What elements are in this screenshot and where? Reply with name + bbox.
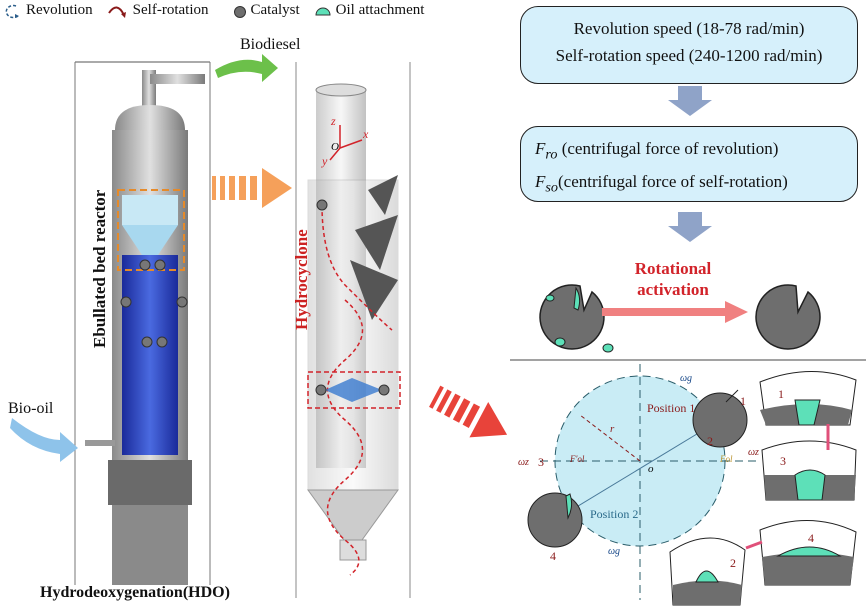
bio-oil-arrow	[10, 418, 78, 462]
down-arrow-2	[668, 212, 712, 242]
self-rotation-icon	[107, 6, 126, 18]
legend-oil-attachment: Oil attachment	[314, 2, 425, 19]
red-dashed-arrow	[429, 385, 508, 438]
legend: Revolution Self-rotation Catalyst Oil at…	[4, 2, 424, 19]
force-fol2-label: Fol	[719, 454, 733, 464]
radius-label: r	[610, 423, 615, 435]
legend-oil-label: Oil attachment	[335, 2, 425, 18]
ebullated-bed-reactor	[74, 61, 211, 585]
reactor-illustration: z x y O	[10, 54, 508, 598]
legend-catalyst-label: Catalyst	[250, 2, 300, 18]
omega-g-top: ωg	[680, 373, 692, 384]
biodiesel-label: Biodiesel	[240, 36, 301, 53]
omega-g-bottom: ωg	[608, 546, 620, 557]
force-fol-label: F'ol	[569, 454, 585, 464]
inset-3: 3	[761, 440, 857, 501]
fso-text: Fso(centrifugal force of self-rotation)	[535, 172, 788, 196]
omega-z-left: ωz	[518, 457, 529, 468]
down-arrow-1	[668, 86, 712, 116]
legend-self-rotation-label: Self-rotation	[132, 2, 209, 18]
biodiesel-arrow	[215, 54, 278, 82]
oil-attachment-icon	[315, 7, 331, 15]
legend-catalyst: Catalyst	[233, 2, 300, 19]
hdo-caption: Hydrodeoxygenation(HDO)	[40, 584, 230, 601]
position-1-label: Position 1	[647, 401, 695, 415]
omega-z-right: ωz	[748, 447, 759, 458]
activation-arrow	[602, 301, 748, 323]
legend-revolution: Revolution	[4, 2, 93, 19]
position-2-label: Position 2	[590, 507, 638, 521]
inset-4: 4	[759, 519, 857, 586]
marker-2: 2	[707, 434, 713, 448]
inset-1: 1	[759, 370, 857, 426]
revolution-icon	[5, 4, 19, 18]
marker-1: 1	[740, 394, 746, 408]
rotation-mechanism-panel: o r Position 1 Position 2 ωg ωg ωz ωz 1 …	[518, 364, 857, 606]
activation-illustration: o r Position 1 Position 2 ωg ωg ωz ωz 1 …	[510, 86, 866, 606]
svg-text:3: 3	[780, 454, 786, 468]
fro-text: Fro (centrifugal force of revolution)	[535, 139, 779, 163]
marker-3: 3	[538, 455, 544, 469]
svg-text:2: 2	[730, 556, 736, 570]
hydrocyclone: z x y O	[295, 62, 411, 598]
speed-box: Revolution speed (18-78 rad/min) Self-ro…	[520, 6, 858, 84]
revolution-speed-text: Revolution speed (18-78 rad/min)	[573, 19, 805, 38]
bio-oil-label: Bio-oil	[8, 400, 54, 417]
catalyst-icon	[233, 5, 246, 18]
axis-origin-label: O	[331, 141, 339, 153]
inset-link-2-4	[745, 540, 763, 550]
axis-z-label: z	[330, 114, 336, 128]
inset-2: 2	[669, 537, 746, 606]
origin-label: o	[648, 463, 654, 475]
axis-y-label: y	[321, 154, 328, 168]
self-rotation-speed-text: Self-rotation speed (240-1200 rad/min)	[555, 46, 823, 65]
catalyst-before	[539, 284, 614, 353]
orange-dashed-arrow	[212, 168, 292, 208]
svg-text:4: 4	[808, 531, 814, 545]
catalyst-after	[755, 284, 821, 350]
svg-text:1: 1	[778, 387, 784, 401]
legend-revolution-label: Revolution	[26, 2, 93, 18]
reactor-label: Ebullated bed reactor	[90, 189, 109, 348]
legend-self-rotation: Self-rotation	[107, 2, 209, 19]
hydrocyclone-label: Hydrocyclone	[292, 229, 311, 330]
axis-x-label: x	[362, 127, 369, 141]
marker-4: 4	[550, 549, 556, 563]
force-box: Fro (centrifugal force of revolution) Fs…	[520, 126, 858, 202]
